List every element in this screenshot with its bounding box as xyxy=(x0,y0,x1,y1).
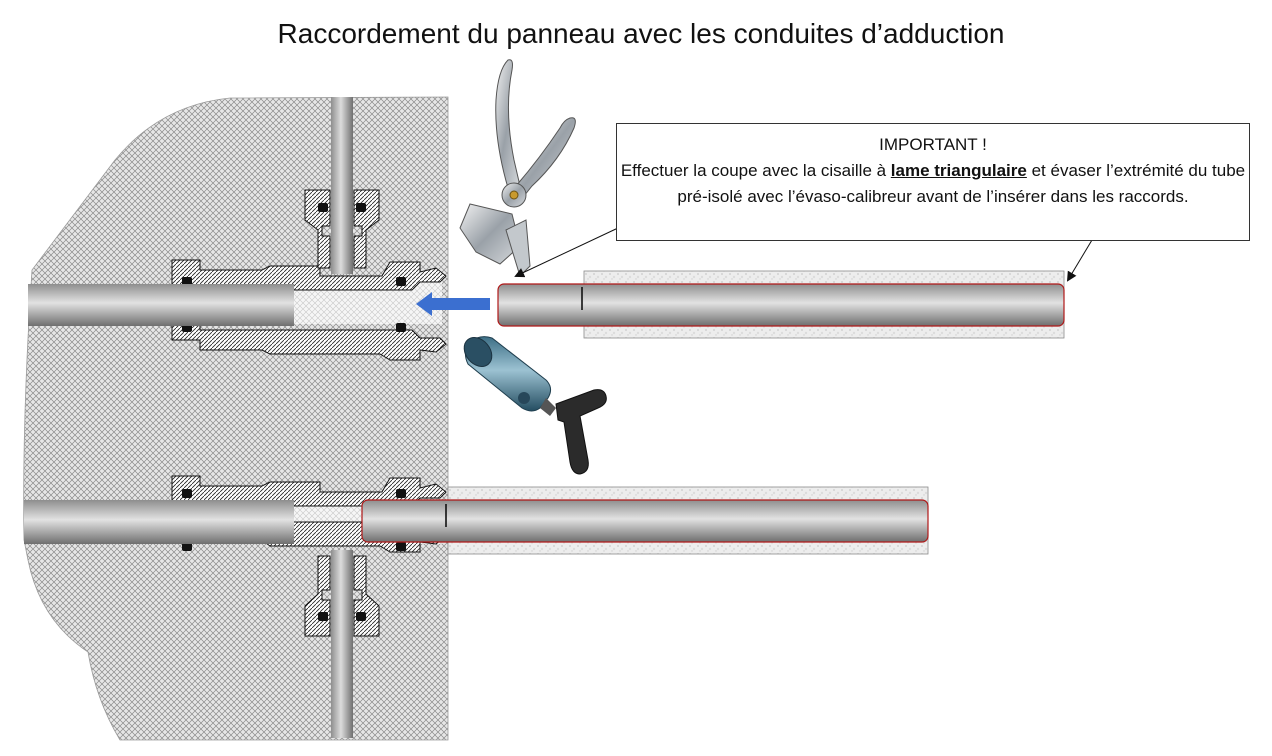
important-note-callout: IMPORTANT ! Effectuer la coupe avec la c… xyxy=(616,123,1250,241)
note-text-before: Effectuer la coupe avec la cisaille à xyxy=(620,161,891,180)
slide-title: Raccordement du panneau avec les conduit… xyxy=(277,18,1005,49)
upper-left-pipe xyxy=(28,284,294,326)
note-emphasis: lame triangulaire xyxy=(890,161,1027,180)
vertical-pipe-bottom xyxy=(331,550,353,738)
note-text-after: et évaser l’extrémité du tube pré-isolé … xyxy=(677,161,1246,206)
note-heading: IMPORTANT ! xyxy=(879,135,987,154)
evaso-calibreur-tool-icon xyxy=(463,336,607,475)
upper-preinsulated-pipe xyxy=(497,270,1065,339)
note-body: Effectuer la coupe avec la cisaille à la… xyxy=(617,158,1249,210)
callout-pointer-left xyxy=(514,227,619,278)
arrow-left-icon xyxy=(416,292,490,316)
lower-left-pipe xyxy=(24,500,294,544)
lower-preinsulated-pipe xyxy=(361,486,929,555)
callout-pointer-right xyxy=(1066,239,1093,282)
vertical-pipe-top xyxy=(331,97,353,274)
panel-wall-section xyxy=(23,96,449,741)
pipe-cutter-shears-icon xyxy=(459,59,576,277)
